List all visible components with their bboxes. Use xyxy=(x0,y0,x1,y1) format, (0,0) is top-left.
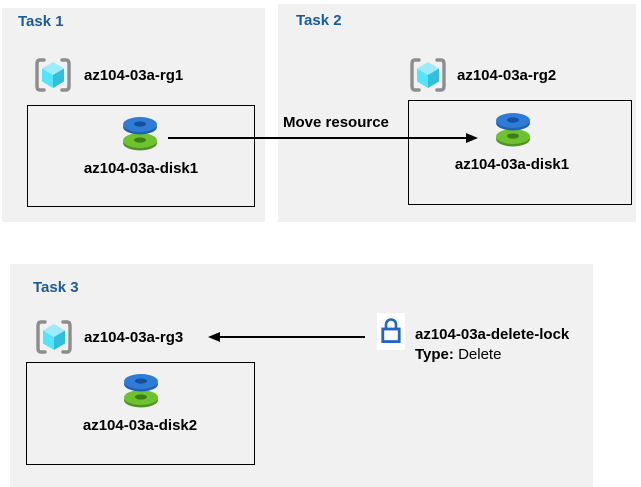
rg3-label: az104-03a-rg3 xyxy=(84,329,184,346)
lock-arrow-head xyxy=(208,332,220,342)
lock-arrow-line xyxy=(219,336,365,338)
task1-title: Task 1 xyxy=(18,13,64,30)
task1-resource-box xyxy=(27,105,255,207)
rg2-label: az104-03a-rg2 xyxy=(457,67,557,84)
delete-lock-type: Type: Delete xyxy=(415,346,501,363)
task3-title: Task 3 xyxy=(33,279,79,296)
resource-group-icon xyxy=(35,58,71,92)
disk1-label-task2: az104-03a-disk1 xyxy=(454,156,570,173)
move-arrow-head xyxy=(466,133,478,143)
task3-panel xyxy=(10,264,593,487)
managed-disk-icon xyxy=(124,374,158,408)
task2-resource-box xyxy=(408,100,632,205)
delete-lock-name: az104-03a-delete-lock xyxy=(415,326,570,343)
managed-disk-icon xyxy=(496,113,530,147)
managed-disk-icon xyxy=(123,117,157,151)
task1-panel xyxy=(2,8,265,222)
rg1-label: az104-03a-rg1 xyxy=(84,67,184,84)
resource-group-icon xyxy=(410,58,446,92)
task2-panel xyxy=(278,4,636,222)
delete-lock-type-value: Delete xyxy=(458,346,502,363)
delete-lock-type-label: Type: xyxy=(415,346,454,363)
resource-group-icon xyxy=(36,320,72,354)
move-resource-label: Move resource xyxy=(283,114,389,131)
task2-title: Task 2 xyxy=(296,12,342,29)
disk1-label-task1: az104-03a-disk1 xyxy=(83,160,199,177)
disk2-label: az104-03a-disk2 xyxy=(82,417,198,434)
delete-lock-icon xyxy=(381,318,401,344)
task3-resource-box xyxy=(26,362,255,465)
move-arrow-line xyxy=(168,137,467,139)
